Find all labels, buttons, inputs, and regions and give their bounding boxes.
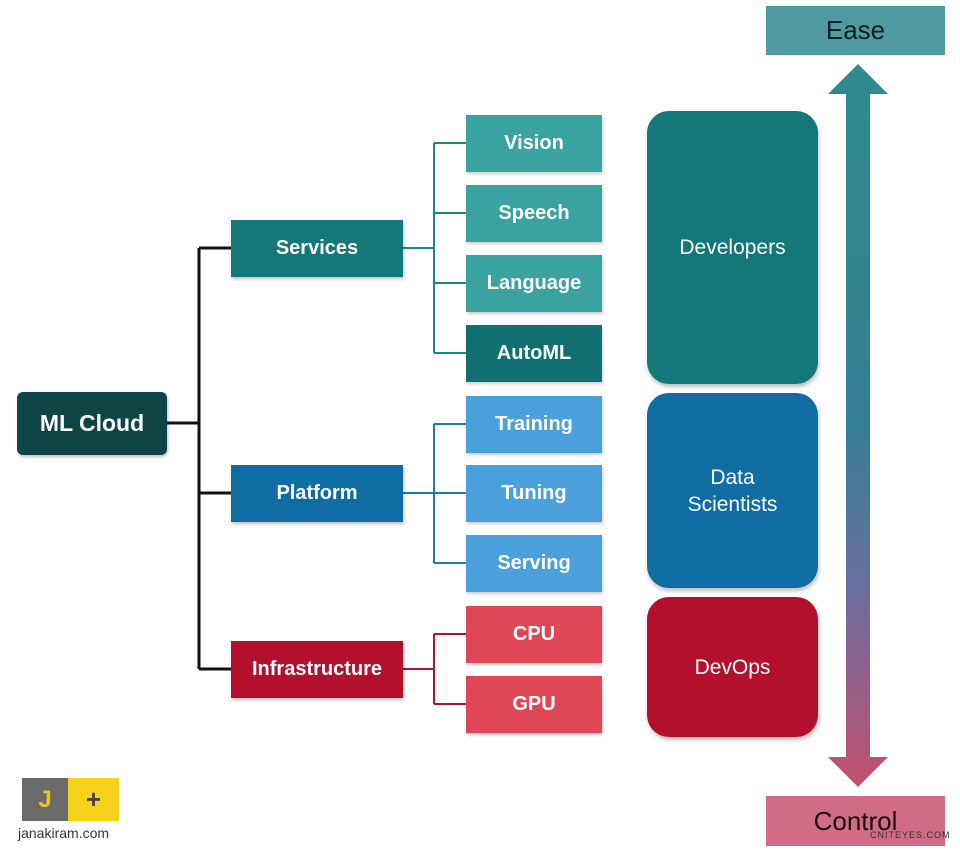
control-label: Control <box>766 796 945 846</box>
watermark: CNITEYES.COM <box>870 830 951 840</box>
gpu-node: GPU <box>466 676 602 733</box>
logo-plus: + <box>68 778 119 821</box>
cpu-node: CPU <box>466 606 602 663</box>
platform-node: Platform <box>231 465 403 522</box>
logo-j: J <box>22 778 68 821</box>
language-node: Language <box>466 255 602 312</box>
site-url: janakiram.com <box>18 825 110 841</box>
tuning-node: Tuning <box>466 465 602 522</box>
serving-node: Serving <box>466 535 602 592</box>
automl-node: AutoML <box>466 325 602 382</box>
developers-audience: Developers <box>647 111 818 384</box>
ease-control-arrow <box>828 64 888 787</box>
devops-audience: DevOps <box>647 597 818 737</box>
vision-node: Vision <box>466 115 602 172</box>
training-node: Training <box>466 396 602 453</box>
speech-node: Speech <box>466 185 602 242</box>
data-scientists-audience: Data Scientists <box>647 393 818 588</box>
ease-label: Ease <box>766 6 945 55</box>
ml-cloud-node: ML Cloud <box>17 392 167 455</box>
janakiram-logo: J + <box>22 778 119 821</box>
infrastructure-node: Infrastructure <box>231 641 403 698</box>
services-node: Services <box>231 220 403 277</box>
